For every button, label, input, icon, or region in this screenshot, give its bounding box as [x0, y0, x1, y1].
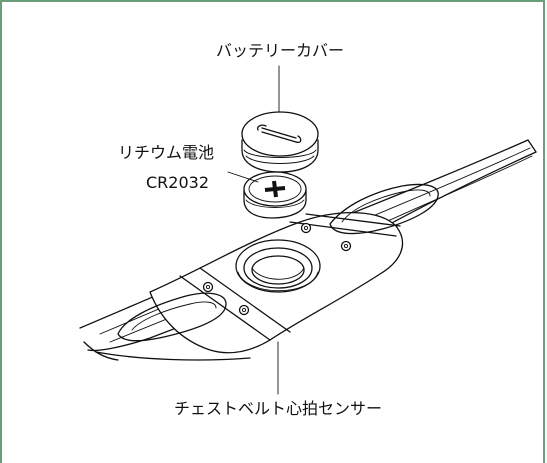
- label-battery-model: CR2032: [146, 173, 209, 192]
- plus-icon: [264, 180, 286, 198]
- right-strap-slot: [329, 183, 439, 235]
- leader-line-battery: [227, 171, 259, 183]
- lithium-battery: [243, 171, 307, 219]
- label-chest-belt-sensor: チェストベルト心拍センサー: [174, 399, 382, 418]
- sensor-body: [149, 211, 404, 354]
- battery-cover: [241, 111, 319, 173]
- label-battery-cover: バッテリーカバー: [216, 41, 344, 60]
- left-strap-slot: [117, 292, 227, 342]
- label-lithium-battery: リチウム電池: [118, 143, 214, 162]
